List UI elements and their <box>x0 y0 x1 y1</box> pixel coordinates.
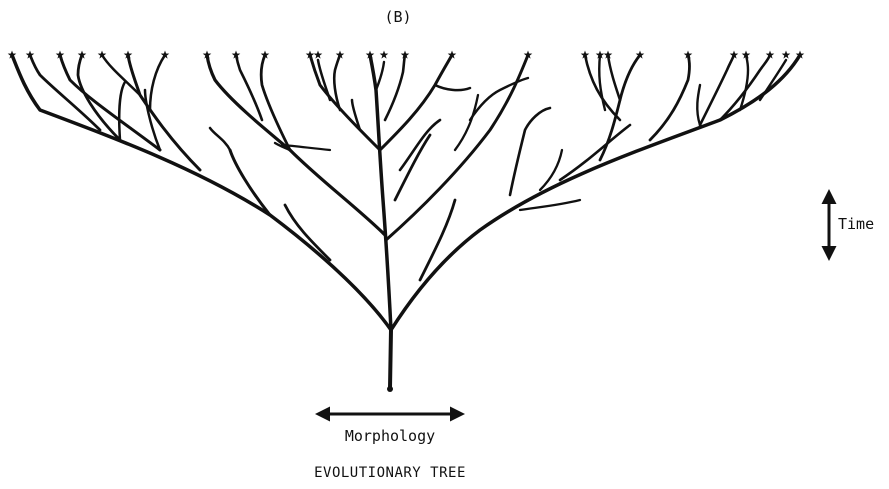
branch-right-main <box>391 55 800 330</box>
branch <box>400 120 440 170</box>
branch <box>207 55 385 235</box>
branch <box>261 55 290 150</box>
branch <box>510 108 550 195</box>
branch <box>435 85 470 90</box>
tree-branches <box>12 55 800 392</box>
tip-star-marker <box>782 51 791 59</box>
trunk <box>390 330 391 388</box>
tip-star-marker <box>161 51 170 59</box>
branch <box>230 150 270 215</box>
diagram-caption: EVOLUTIONARY TREE <box>250 465 530 481</box>
branch <box>119 82 125 140</box>
tip-star-marker <box>380 51 389 59</box>
branch <box>376 62 384 90</box>
morphology-axis-label: Morphology <box>300 427 480 445</box>
branch <box>740 55 748 110</box>
branch <box>650 55 690 140</box>
root-node <box>387 386 393 392</box>
branch <box>608 55 620 100</box>
branch <box>560 125 630 180</box>
branch <box>455 95 478 150</box>
time-axis-label: Time <box>838 215 874 233</box>
branch <box>318 60 330 100</box>
branch <box>697 85 700 125</box>
branch <box>236 55 262 120</box>
branch <box>150 55 165 110</box>
branch <box>385 55 405 120</box>
branch <box>599 55 605 110</box>
branch-left-main <box>12 55 391 330</box>
branch <box>210 128 230 150</box>
branch-center-main <box>370 55 391 330</box>
branch <box>600 55 640 160</box>
tip-star-marker <box>314 51 323 59</box>
branch <box>128 55 200 170</box>
branch <box>380 55 452 150</box>
